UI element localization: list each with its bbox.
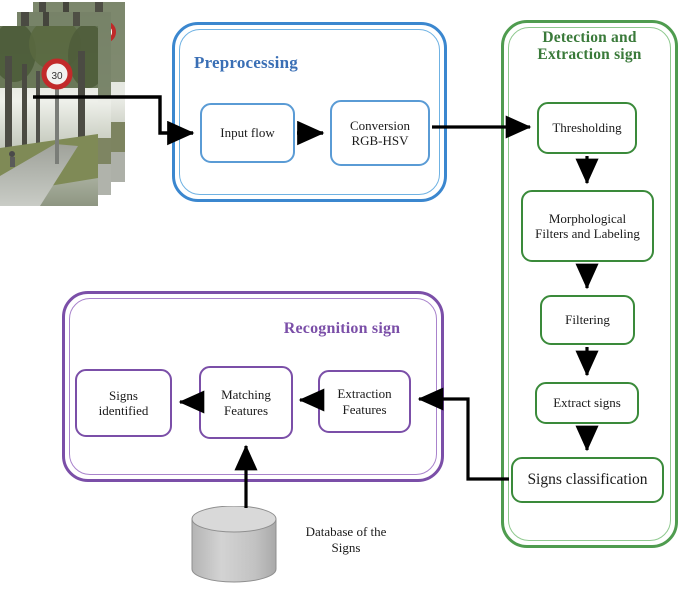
group-recognition-title: Recognition sign [283, 320, 401, 337]
group-detection-title: Detection and Extraction sign [537, 29, 642, 64]
database-cylinder-icon [190, 505, 278, 584]
group-detection-inner-ring [508, 27, 671, 541]
group-recognition-inner-ring [69, 298, 437, 475]
box-morphological-filters-labeling[interactable]: Morphological Filters and Labeling [521, 190, 654, 262]
box-thresholding[interactable]: Thresholding [537, 102, 637, 154]
box-extract-signs[interactable]: Extract signs [535, 382, 639, 424]
box-matching-features[interactable]: Matching Features [199, 366, 293, 439]
svg-text:30: 30 [51, 71, 63, 82]
input-photo-front: 30 [0, 26, 98, 206]
database-label: Database of the Signs [305, 524, 387, 555]
box-extraction-features[interactable]: Extraction Features [318, 370, 411, 433]
box-filtering[interactable]: Filtering [540, 295, 635, 345]
box-input-flow[interactable]: Input flow [200, 103, 295, 163]
box-conversion-rgb-hsv[interactable]: Conversion RGB-HSV [330, 100, 430, 166]
box-signs-classification[interactable]: Signs classification [511, 457, 664, 503]
group-preprocessing-title: Preprocessing [194, 53, 298, 72]
box-signs-identified[interactable]: Signs identified [75, 369, 172, 437]
